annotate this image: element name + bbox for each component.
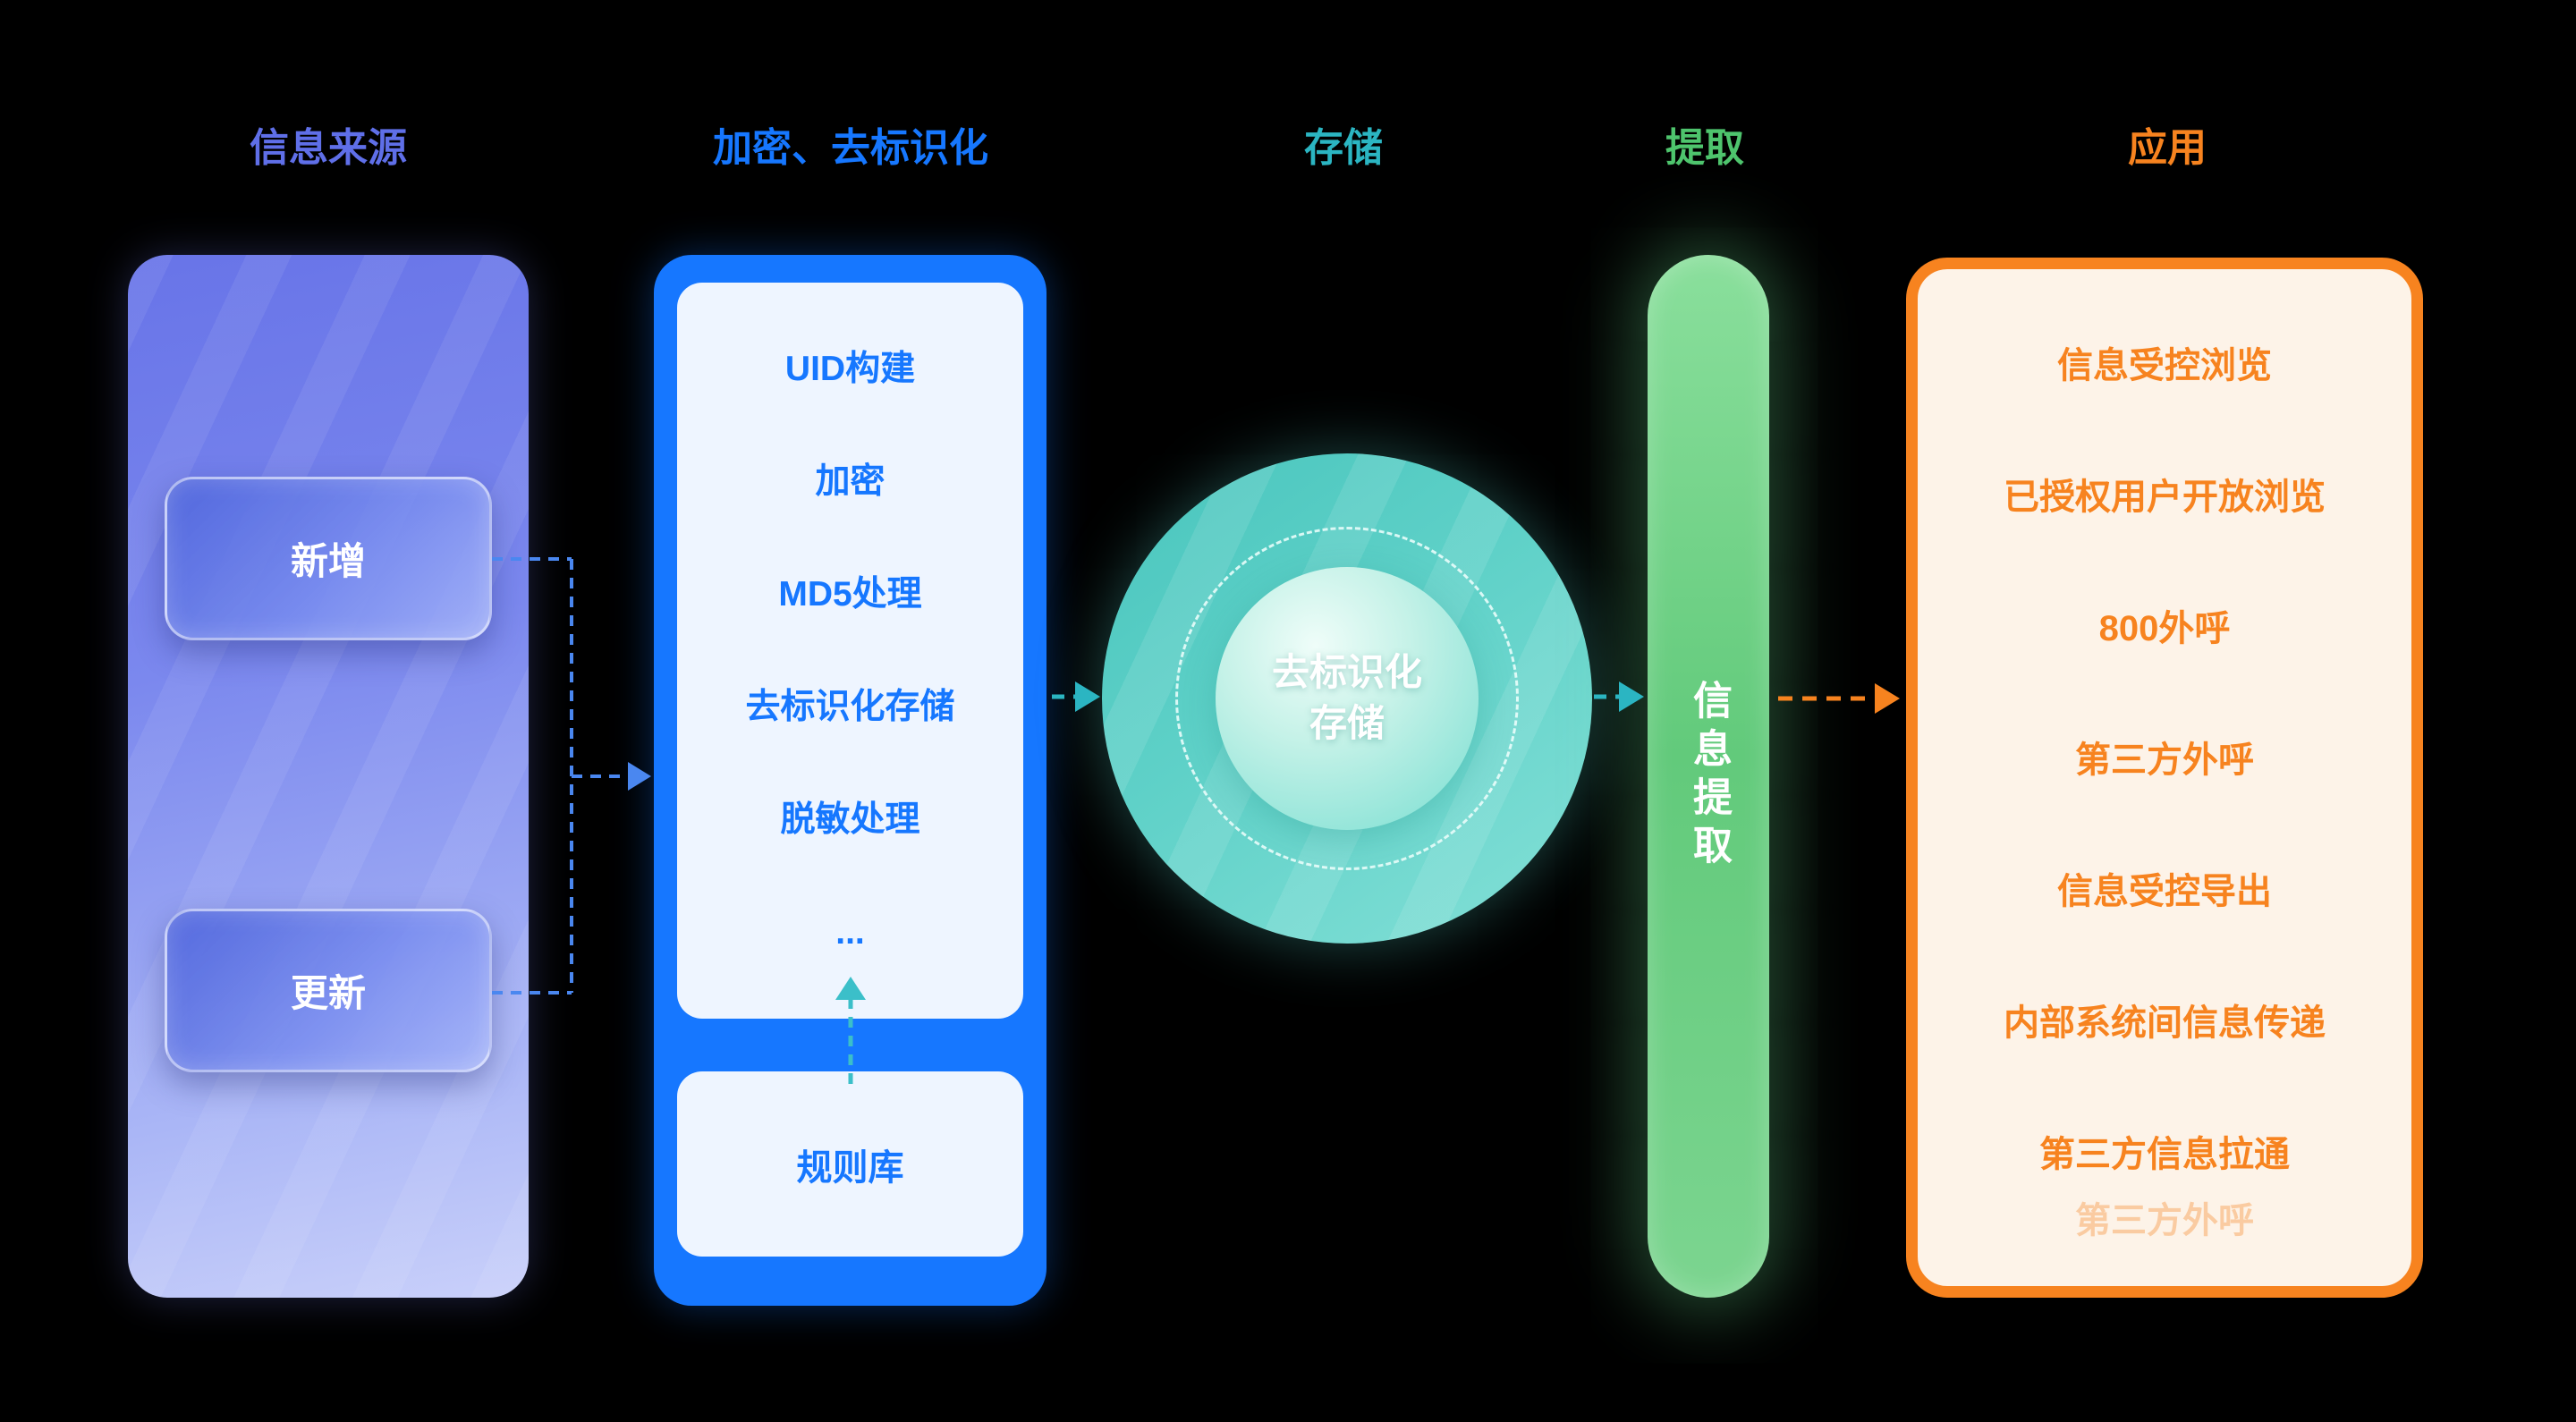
extract-bar-label: 信息提取: [1687, 680, 1731, 873]
header-storage: 存储: [1304, 126, 1383, 170]
encrypt-panel: UID构建 加密 MD5处理 去标识化存储 脱敏处理 ... 规则库: [654, 255, 1046, 1306]
app-item: 信息受控浏览: [2057, 345, 2272, 385]
storage-circle: 去标识化 存储: [1102, 453, 1592, 944]
encrypt-step: 脱敏处理: [780, 800, 920, 839]
app-item: 第三方外呼: [2075, 1200, 2254, 1240]
encrypt-step: 去标识化存储: [745, 687, 955, 726]
app-item: 内部系统间信息传递: [2004, 1003, 2326, 1043]
storage-core: 去标识化 存储: [1216, 567, 1479, 830]
storage-label-line1: 去标识化: [1271, 651, 1422, 694]
app-item: 第三方信息拉通: [2039, 1134, 2290, 1174]
header-encrypt: 加密、去标识化: [713, 126, 988, 170]
app-panel: 信息受控浏览 已授权用户开放浏览 800外呼 第三方外呼 信息受控导出 内部系统…: [1906, 258, 2423, 1298]
extract-bar: 信息提取: [1648, 255, 1769, 1298]
arrowhead-to-encrypt: [628, 762, 651, 791]
source-chip-update: 更新: [165, 909, 492, 1072]
encrypt-step: UID构建: [784, 350, 916, 389]
app-item: 信息受控导出: [2057, 871, 2272, 911]
app-item: 第三方外呼: [2075, 740, 2254, 780]
app-item: 800外呼: [2098, 608, 2231, 648]
source-chip-add: 新增: [165, 477, 492, 640]
storage-label-line2: 存储: [1309, 702, 1385, 744]
encrypt-step: MD5处理: [778, 575, 922, 614]
header-extract: 提取: [1665, 126, 1744, 170]
rule-library-box: 规则库: [677, 1071, 1023, 1257]
arrowhead-extract-to-app: [1875, 683, 1900, 714]
encrypt-steps-list: UID构建 加密 MD5处理 去标识化存储 脱敏处理 ...: [677, 283, 1023, 1019]
arrowhead-storage-to-extract: [1619, 681, 1644, 712]
app-item: 已授权用户开放浏览: [2004, 477, 2326, 517]
app-list: 信息受控浏览 已授权用户开放浏览 800外呼 第三方外呼 信息受控导出 内部系统…: [1918, 269, 2411, 1282]
header-app: 应用: [2128, 126, 2207, 170]
storage-dashed-ring: [1175, 527, 1519, 870]
encrypt-step: ...: [835, 912, 865, 952]
source-panel: 新增 更新: [128, 255, 529, 1298]
arrowhead-encrypt-to-storage: [1075, 681, 1100, 712]
header-source: 信息来源: [250, 126, 407, 170]
encrypt-step: 加密: [815, 462, 886, 502]
